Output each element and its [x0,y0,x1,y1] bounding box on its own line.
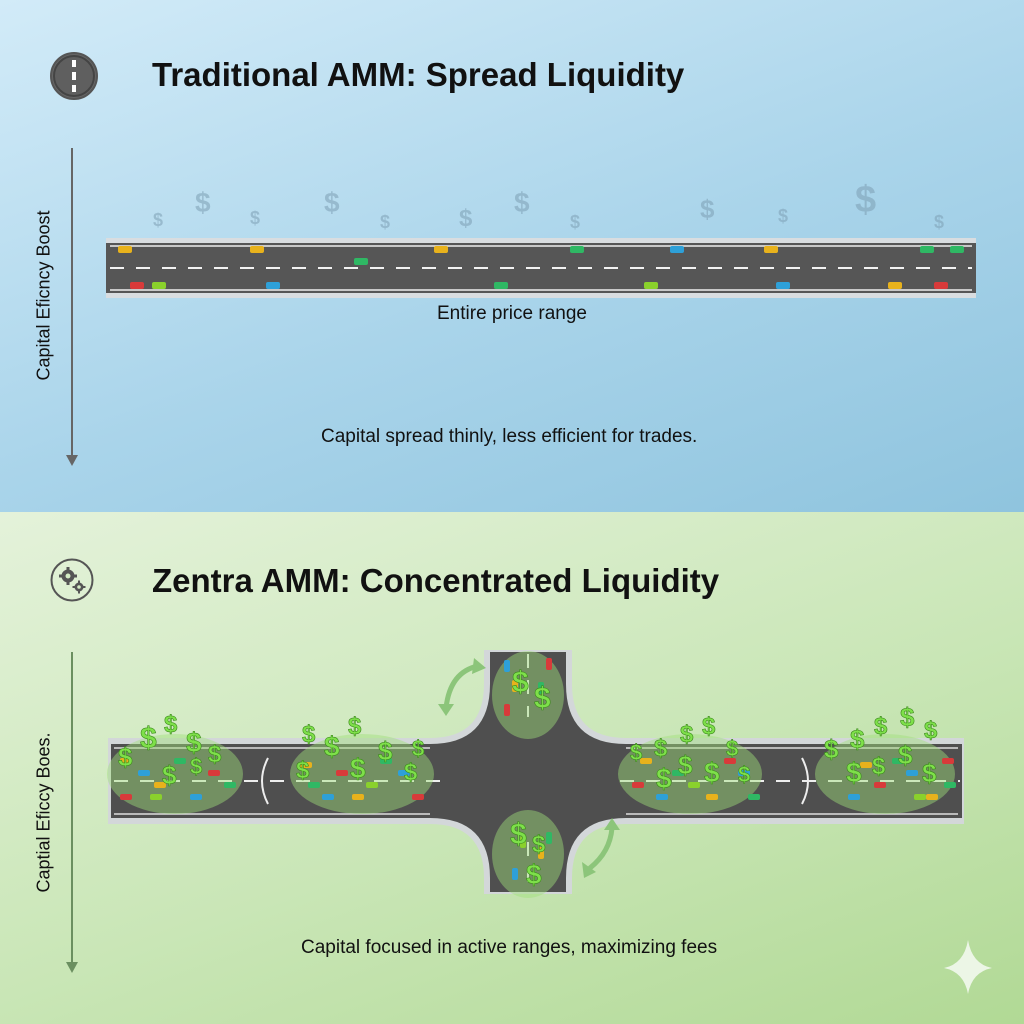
svg-text:$: $ [738,762,750,787]
svg-text:$: $ [186,727,202,758]
svg-text:$: $ [140,722,157,755]
svg-text:$: $ [922,758,937,788]
svg-text:$: $ [459,205,473,232]
svg-text:$: $ [118,742,133,772]
bottom-title: Zentra AMM: Concentrated Liquidity [152,562,720,599]
top-diagram: $ $ $ $ $ $ $ $ $ $ $ $ [66,148,976,466]
svg-text:$: $ [726,736,738,761]
svg-text:$: $ [380,212,390,232]
svg-text:$: $ [512,666,529,699]
svg-text:$: $ [855,179,876,221]
faint-dollar-signs: $ $ $ $ $ $ $ $ $ $ $ $ [153,179,944,232]
svg-text:$: $ [526,859,542,890]
svg-text:$: $ [874,713,888,740]
road-icon [50,52,98,100]
svg-text:$: $ [534,682,551,715]
svg-text:$: $ [872,753,886,780]
cars-sparse [118,246,964,289]
svg-text:$: $ [850,724,865,754]
svg-text:$: $ [190,754,202,779]
svg-text:$: $ [570,212,580,232]
bottom-caption: Capital focused in active ranges, maximi… [301,937,718,958]
svg-text:$: $ [824,734,839,764]
gears-icon [50,558,94,602]
svg-text:$: $ [846,757,862,788]
svg-text:$: $ [302,721,316,748]
svg-text:$: $ [654,735,668,762]
svg-text:$: $ [250,208,260,228]
svg-text:$: $ [702,713,716,740]
cars-dense [120,658,956,880]
svg-text:$: $ [934,212,944,232]
svg-text:$: $ [208,741,222,768]
svg-text:$: $ [164,711,178,738]
svg-text:$: $ [162,760,177,790]
road-label: Entire price range [437,303,587,324]
svg-text:$: $ [700,194,715,224]
svg-text:$: $ [510,818,527,851]
svg-text:$: $ [678,750,693,780]
bottom-diagram: $$ $$ $$ $ $$ $$ $$ $$ $$ $$ $ $$ $$ $$ … [66,650,992,994]
svg-text:$: $ [704,757,720,788]
traditional-amm-panel: Traditional AMM: Spread Liquidity $ $ $ … [0,0,1024,512]
svg-text:$: $ [898,740,913,770]
svg-text:$: $ [630,740,642,765]
svg-text:$: $ [532,831,546,858]
svg-text:$: $ [412,736,424,761]
zentra-amm-panel: Zentra AMM: Concentrated Liquidity [0,512,1024,1024]
svg-text:$: $ [195,187,211,218]
svg-text:$: $ [404,759,418,786]
svg-text:$: $ [680,721,694,748]
svg-text:$: $ [324,187,340,218]
svg-text:$: $ [324,731,340,762]
svg-text:$: $ [778,206,788,226]
top-title: Traditional AMM: Spread Liquidity [152,56,685,93]
intersection-road [108,650,964,894]
bottom-axis-label: Captial Eficcy Boes. [33,732,54,893]
sparkle-icon [944,940,992,994]
top-caption: Capital spread thinly, less efficient fo… [321,426,698,447]
svg-text:$: $ [296,757,310,784]
svg-text:$: $ [350,753,366,784]
straight-road [106,238,976,298]
svg-text:$: $ [348,713,362,740]
svg-text:$: $ [514,187,530,218]
svg-text:$: $ [153,210,163,230]
svg-text:$: $ [378,736,393,766]
svg-text:$: $ [924,717,938,744]
top-axis-label: Capital Eficncy Boost [33,210,54,381]
bright-dollar-signs: $$ $$ $$ $ $$ $$ $$ $$ $$ $$ $ $$ $$ $$ … [118,666,939,891]
svg-text:$: $ [900,702,915,732]
svg-text:$: $ [656,763,672,794]
